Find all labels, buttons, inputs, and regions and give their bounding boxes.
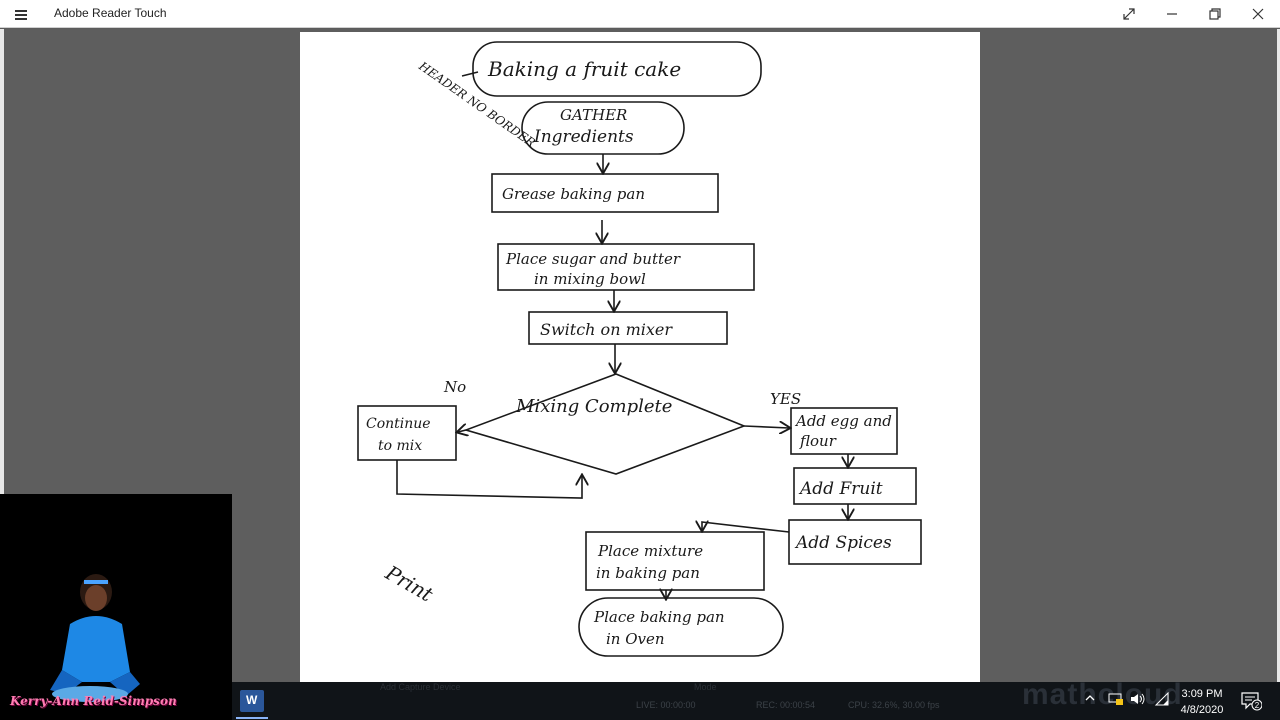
presenter-name: Kerry-Ann Reid-Simpson [10, 694, 177, 708]
chevron-up-icon[interactable] [1084, 692, 1096, 704]
title-box [472, 41, 762, 97]
restore-icon [1209, 8, 1221, 20]
cpu-status: CPU: 32.6%, 30.00 fps [848, 700, 940, 710]
hamburger-menu-icon[interactable] [10, 4, 32, 24]
decision-text: Mixing Complete [515, 396, 672, 417]
switch-text: Switch on mixer [540, 320, 673, 339]
clock-time: 3:09 PM [1181, 688, 1223, 700]
close-button[interactable] [1238, 0, 1278, 28]
switch-box [528, 311, 728, 345]
yes-label: YES [770, 390, 801, 408]
volume-icon[interactable] [1130, 692, 1146, 706]
fullscreen-icon [1123, 8, 1135, 20]
place-sugar-line1: Place sugar and butter [505, 250, 681, 268]
add-fruit-text: Add Fruit [798, 479, 883, 499]
close-icon [1252, 8, 1264, 20]
behind-text-1: Add Capture Device [380, 682, 461, 692]
add-spices-box [788, 519, 922, 565]
place-mixture-line1: Place mixture [597, 542, 703, 560]
taskbar: W Add Capture Device Mode LIVE: 00:00:00… [232, 678, 1280, 720]
live-status: LIVE: 00:00:00 [636, 700, 696, 710]
add-egg-line2: flour [799, 432, 837, 450]
grease-text: Grease baking pan [502, 185, 645, 203]
place-mixture-box [585, 531, 765, 591]
add-fruit-box [793, 467, 917, 505]
network-icon[interactable] [1108, 692, 1124, 706]
gather-line1: GATHER [560, 106, 627, 124]
title-bar: Adobe Reader Touch [0, 0, 1280, 28]
add-egg-line1: Add egg and [794, 412, 892, 430]
decision-diamond [463, 373, 747, 475]
flowchart: Baking a fruit cake HEADER NO BORDER GAT… [357, 41, 922, 657]
minimize-button[interactable] [1152, 0, 1192, 28]
continue-line2: to mix [378, 438, 422, 454]
no-label: No [443, 378, 466, 396]
place-oven-line1: Place baking pan [593, 608, 725, 626]
restore-button[interactable] [1195, 0, 1235, 28]
system-clock[interactable]: 3:09 PM 4/8/2020 [1172, 686, 1232, 718]
flowchart-title: Baking a fruit cake [487, 57, 681, 81]
place-oven-line2: in Oven [606, 630, 665, 648]
fullscreen-button[interactable] [1109, 0, 1149, 28]
rec-status: REC: 00:00:54 [756, 700, 816, 710]
gather-line2: Ingredients [533, 127, 634, 147]
print-annotation: Print [381, 560, 438, 607]
add-spices-text: Add Spices [794, 533, 892, 553]
notification-count: 2 [1255, 701, 1260, 710]
place-sugar-box [497, 243, 755, 291]
window-title: Adobe Reader Touch [54, 6, 167, 20]
presenter-video [50, 574, 140, 702]
word-app-button[interactable]: W [240, 690, 264, 712]
minimize-icon [1167, 13, 1177, 15]
behind-text-2: Mode [694, 682, 717, 692]
place-sugar-line2: in mixing bowl [534, 270, 646, 288]
notification-center-icon[interactable]: 2 [1240, 691, 1262, 711]
clock-date: 4/8/2020 [1180, 704, 1224, 716]
wifi-icon[interactable] [1154, 692, 1170, 706]
document-page[interactable]: Baking a fruit cake HEADER NO BORDER GAT… [300, 32, 980, 682]
left-edge [0, 29, 4, 682]
webcam-overlay: Kerry-Ann Reid-Simpson [0, 494, 232, 720]
right-edge [1277, 29, 1280, 682]
place-oven-box [578, 597, 784, 657]
continue-line1: Continue [366, 416, 431, 432]
place-mixture-line2: in baking pan [596, 564, 700, 582]
active-app-indicator [236, 717, 268, 719]
word-icon: W [246, 693, 258, 707]
